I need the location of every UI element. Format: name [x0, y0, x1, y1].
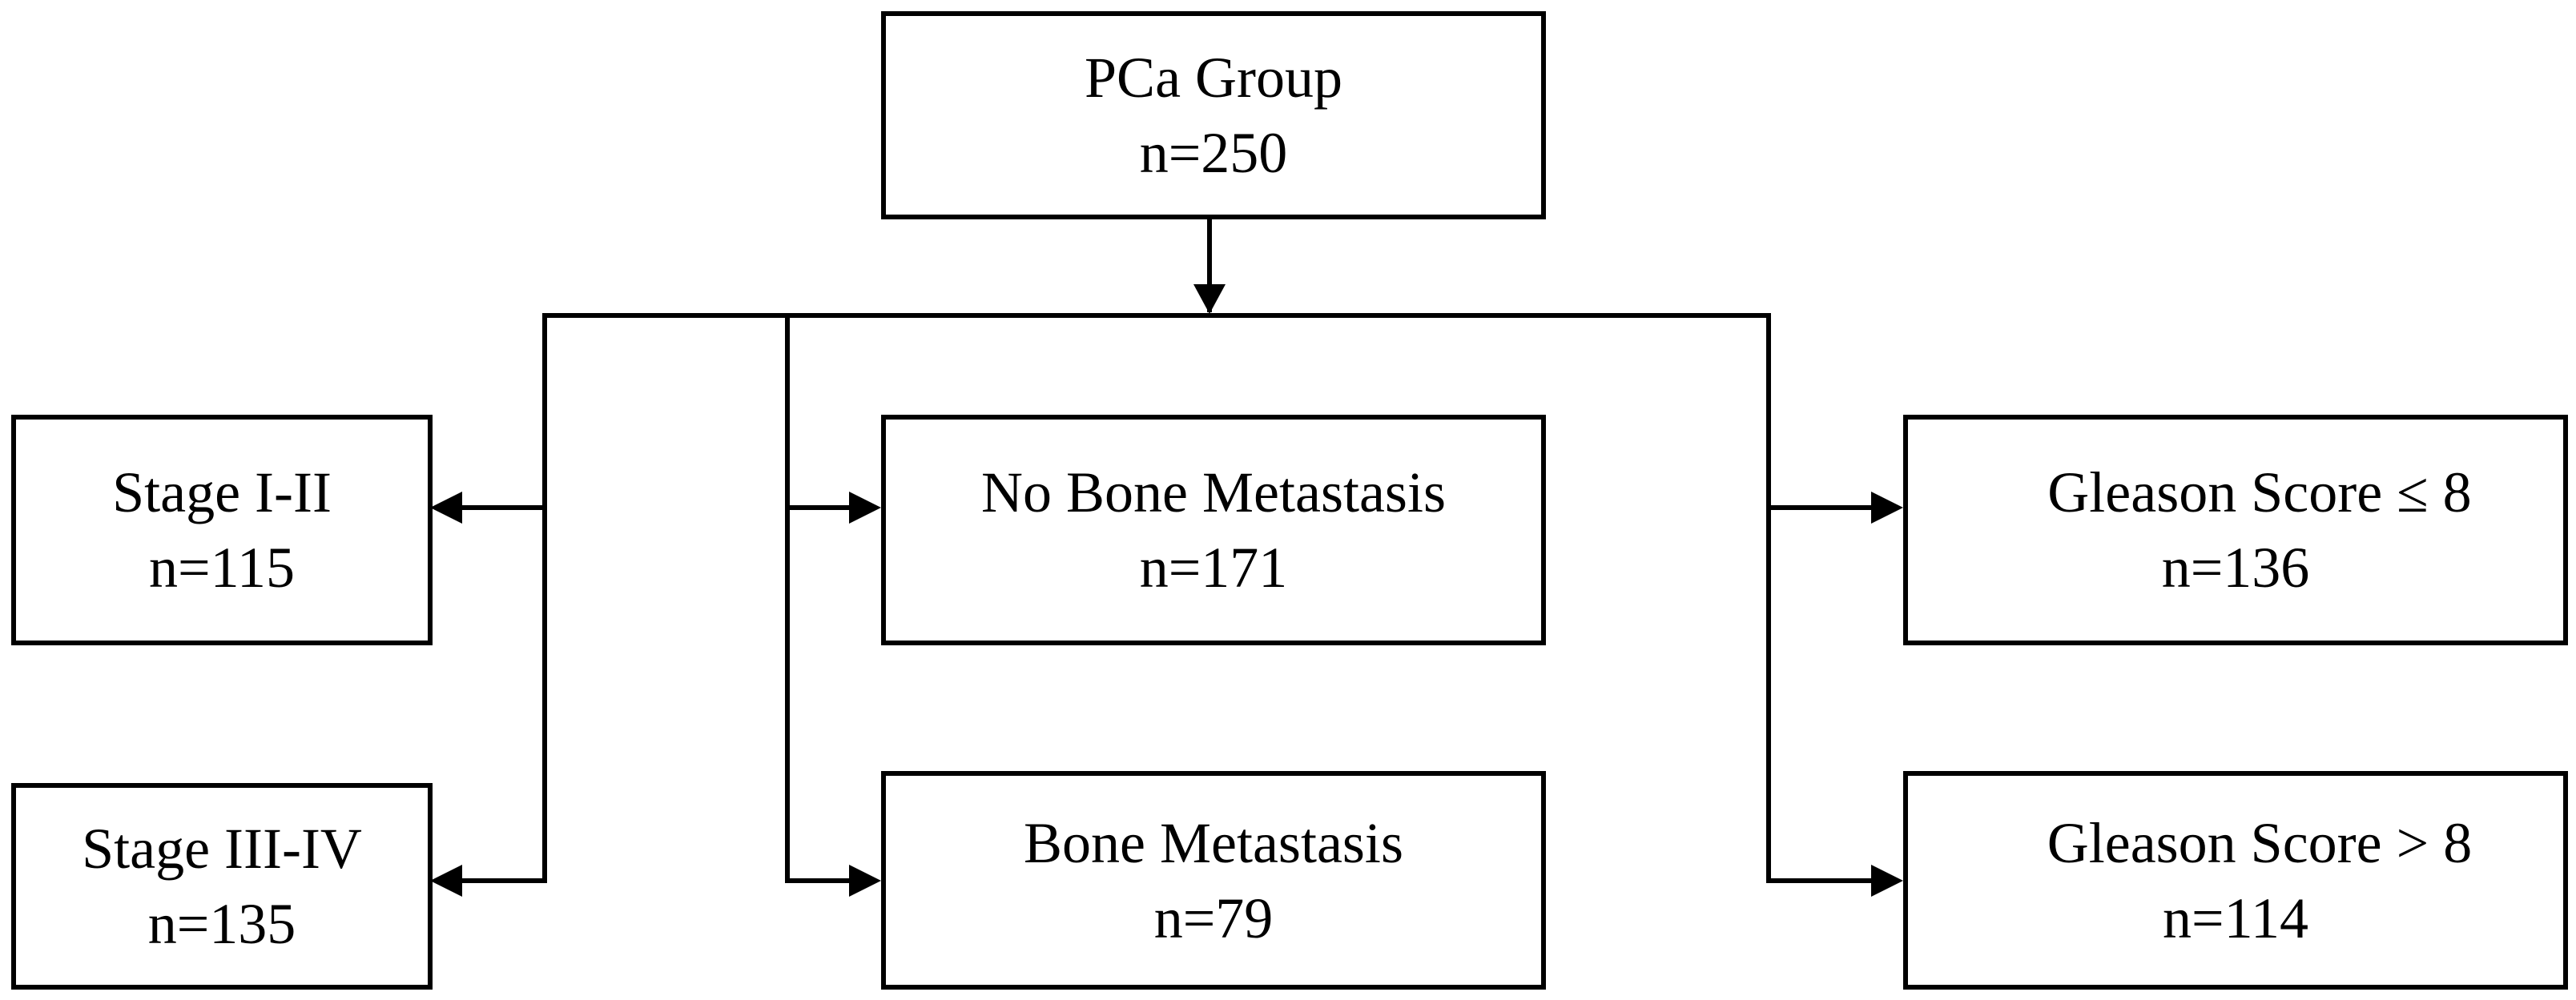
gleason-high-count: n=114	[2163, 886, 2308, 950]
stage-early-count: n=115	[149, 536, 295, 600]
no-bone-metastasis-count: n=171	[1139, 536, 1288, 600]
arrowhead-stage-2	[430, 865, 462, 897]
arrowhead-stage-1	[430, 492, 462, 524]
root-title: PCa Group	[1085, 46, 1342, 110]
gleason-low-box: Gleason Score ≤ 8 n=136	[1903, 415, 2568, 645]
gleason-low-title: Gleason Score ≤ 8	[2047, 460, 2472, 524]
no-bone-metastasis-box: No Bone Metastasis n=171	[881, 415, 1546, 645]
arrowhead-gleason-2	[1871, 865, 1903, 897]
root-box: PCa Group n=250	[881, 11, 1546, 219]
stage-box-late: Stage III-IV n=135	[11, 783, 433, 990]
arrowhead-gleason-1	[1871, 492, 1903, 524]
stage-early-title: Stage I-II	[112, 460, 332, 524]
arrowhead-bone-1	[849, 492, 881, 524]
gleason-high-title: Gleason Score > 8	[2047, 810, 2473, 875]
bone-metastasis-box: Bone Metastasis n=79	[881, 771, 1546, 990]
root-count: n=250	[1139, 121, 1288, 185]
bone-metastasis-count: n=79	[1153, 886, 1274, 950]
arrowhead-bone-2	[849, 865, 881, 897]
stage-late-count: n=135	[147, 892, 296, 956]
root-arrowhead	[1193, 284, 1226, 314]
gleason-low-count: n=136	[2161, 536, 2310, 600]
stage-late-title: Stage III-IV	[82, 817, 362, 881]
bone-metastasis-title: Bone Metastasis	[1024, 810, 1403, 875]
gleason-high-box: Gleason Score > 8 n=114	[1903, 771, 2568, 990]
stage-box-early: Stage I-II n=115	[11, 415, 433, 645]
no-bone-metastasis-title: No Bone Metastasis	[981, 460, 1446, 524]
